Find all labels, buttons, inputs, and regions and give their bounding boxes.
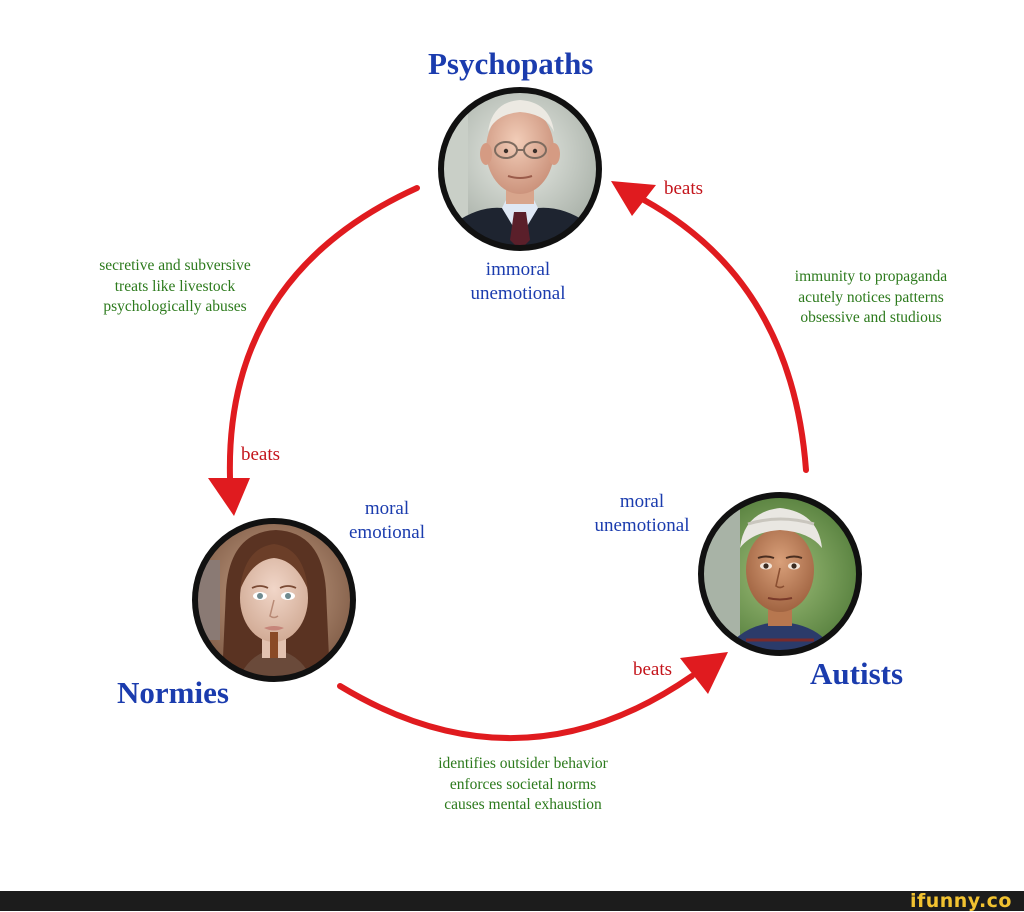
psychopaths-trait-1: immoral	[485, 259, 551, 280]
autists-trait-2: unemotional	[594, 515, 690, 536]
note-line: enforces societal norms	[449, 775, 597, 793]
normies-portrait	[192, 518, 356, 682]
psychopaths-traits: immoral unemotional	[455, 258, 581, 306]
autists-portrait	[698, 492, 862, 656]
arrow-normies-to-autists	[337, 652, 728, 741]
arrowhead-psychopaths	[611, 181, 656, 216]
note-line: identifies outsider behavior	[438, 755, 608, 772]
normies-autists-notes: identifies outsider behavior enforces so…	[412, 754, 634, 816]
normies-portrait-frame	[192, 518, 356, 682]
note-line: acutely notices patterns	[798, 288, 944, 306]
arrow-autists-to-psychopaths	[611, 181, 809, 473]
normies-trait-2: emotional	[349, 522, 425, 543]
note-line: secretive and subversive	[99, 257, 251, 274]
beats-label-normies-autists: beats	[633, 659, 673, 680]
note-line: causes mental exhaustion	[444, 796, 602, 813]
arc-autists-to-psychopaths	[641, 197, 809, 473]
normies-traits: moral emotional	[337, 497, 437, 545]
footer-bar: ifunny.co	[0, 891, 1024, 911]
autists-title: Autists	[810, 656, 904, 691]
note-line: immunity to propaganda	[794, 268, 948, 285]
normies-trait-1: moral	[364, 498, 410, 519]
autists-trait-1: moral	[619, 491, 665, 512]
arrow-psychopaths-to-normies	[208, 185, 420, 516]
psychopaths-trait-2: unemotional	[470, 283, 566, 304]
autists-portrait-frame	[698, 492, 862, 656]
ifunny-watermark: ifunny.co	[909, 890, 1012, 912]
psychopaths-portrait	[438, 87, 602, 251]
arc-normies-to-autists	[337, 673, 695, 741]
arrowhead-normies	[208, 478, 250, 516]
autists-psychopaths-notes: immunity to propaganda acutely notices p…	[770, 267, 972, 329]
normies-title: Normies	[117, 675, 229, 710]
note-line: psychologically abuses	[103, 298, 247, 315]
arc-psychopaths-to-normies	[226, 185, 420, 481]
note-line: treats like livestock	[114, 277, 236, 295]
beats-label-psychopaths-normies: beats	[241, 444, 281, 465]
psychopaths-normies-notes: secretive and subversive treats like liv…	[72, 256, 278, 318]
psychopaths-portrait-frame	[438, 87, 602, 251]
note-line: obsessive and studious	[800, 309, 942, 326]
beats-label-autists-psychopaths: beats	[664, 178, 704, 199]
psychopaths-title: Psychopaths	[428, 46, 594, 81]
autists-traits: moral unemotional	[578, 490, 706, 538]
arrowhead-autists	[680, 652, 728, 694]
